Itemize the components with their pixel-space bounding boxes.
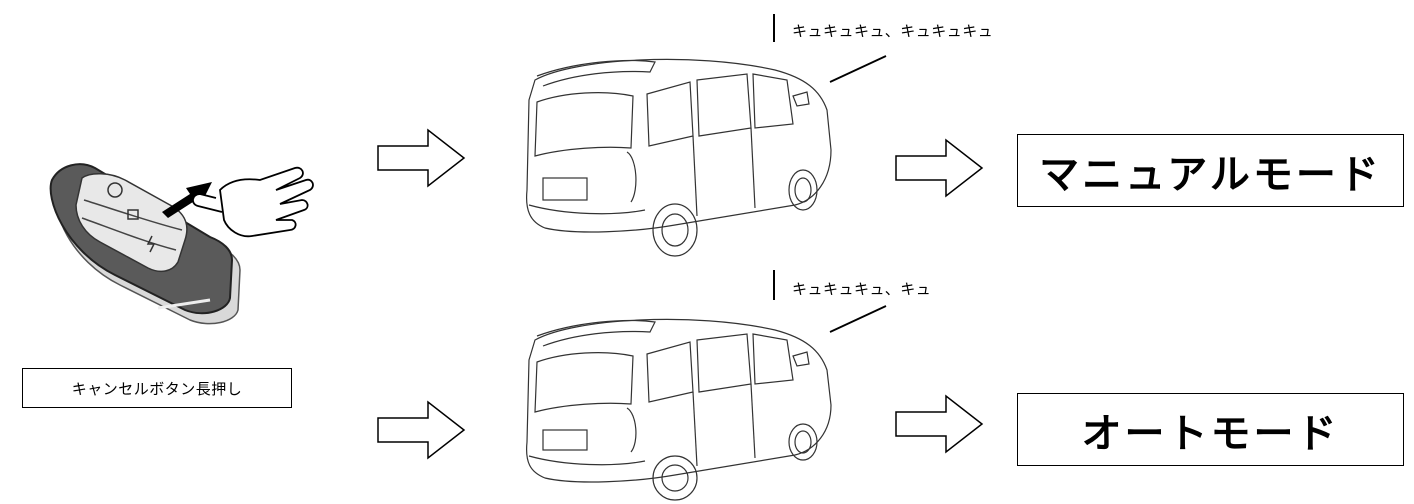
mode-text-top: マニュアルモード [1039,151,1382,198]
mode-text-bottom: オートモード [1081,410,1340,457]
arrow-icon [377,400,466,460]
caption-box: キャンセルボタン長押し [22,368,292,408]
mode-box-top: マニュアルモード [1017,134,1404,207]
callout-bar [773,270,775,300]
caption-text: キャンセルボタン長押し [71,379,243,398]
arrow-icon [895,394,984,454]
mode-box-bottom: オートモード [1017,393,1404,466]
sound-text-top: キュキュキュ、キュキュキュ [792,22,994,40]
sound-callout-top: キュキュキュ、キュキュキュ [770,8,1110,88]
van-illustration-top [525,58,832,257]
sound-callout-bottom: キュキュキュ、キュ [770,266,1110,346]
callout-line [829,55,887,83]
remote-key-illustration [49,163,314,325]
sound-text-bottom: キュキュキュ、キュ [792,280,932,298]
arrow-icon [895,138,984,198]
callout-bar [773,14,775,42]
arrow-icon [377,128,466,188]
van-illustration-bottom [525,318,832,501]
callout-line [829,305,887,333]
